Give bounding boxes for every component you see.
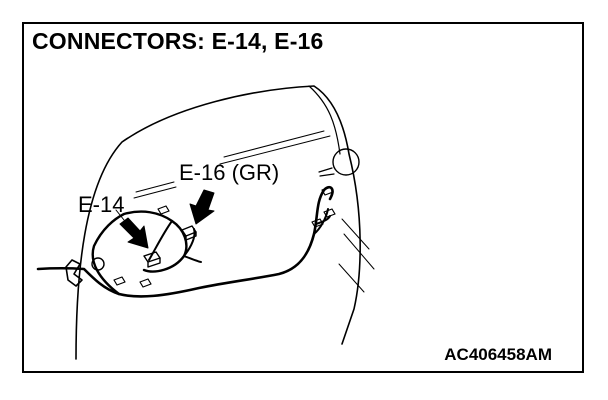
arrow-e16-icon — [189, 189, 215, 225]
connector-e14 — [143, 251, 161, 268]
connector-right-2 — [323, 208, 336, 218]
connector-e16 — [181, 225, 197, 241]
connector-right-3 — [311, 218, 324, 228]
door-upper-rail — [219, 130, 331, 165]
wiring-harness-main — [36, 186, 334, 298]
door-panel-outline — [75, 85, 361, 360]
wiring-branch-e16 — [183, 228, 202, 263]
door-harness-drawing: E-14 E-16 (GR) — [36, 85, 375, 360]
connector-small-2 — [113, 276, 126, 286]
wiring-harness-loop — [91, 210, 188, 296]
diagram-title: CONNECTORS: E-14, E-16 — [32, 28, 324, 54]
door-lower-line — [133, 181, 177, 199]
connector-small-3 — [139, 278, 152, 288]
arrow-e14-icon — [119, 217, 149, 249]
label-e16: E-16 (GR) — [179, 160, 279, 185]
leader-e14 — [115, 209, 125, 221]
door-inner-edge — [308, 85, 341, 155]
connector-small-1 — [157, 205, 170, 215]
grommet — [91, 257, 105, 271]
figure-code: AC406458AM — [444, 345, 552, 364]
diagram-frame: CONNECTORS: E-14, E-16 — [22, 22, 584, 373]
harness-clip — [65, 259, 83, 287]
door-edge-lines — [338, 218, 375, 293]
wiring-branch-e14 — [148, 220, 173, 261]
label-e14: E-14 — [78, 192, 124, 217]
door-latch-knob — [332, 148, 360, 176]
connector-right-1 — [321, 186, 334, 196]
